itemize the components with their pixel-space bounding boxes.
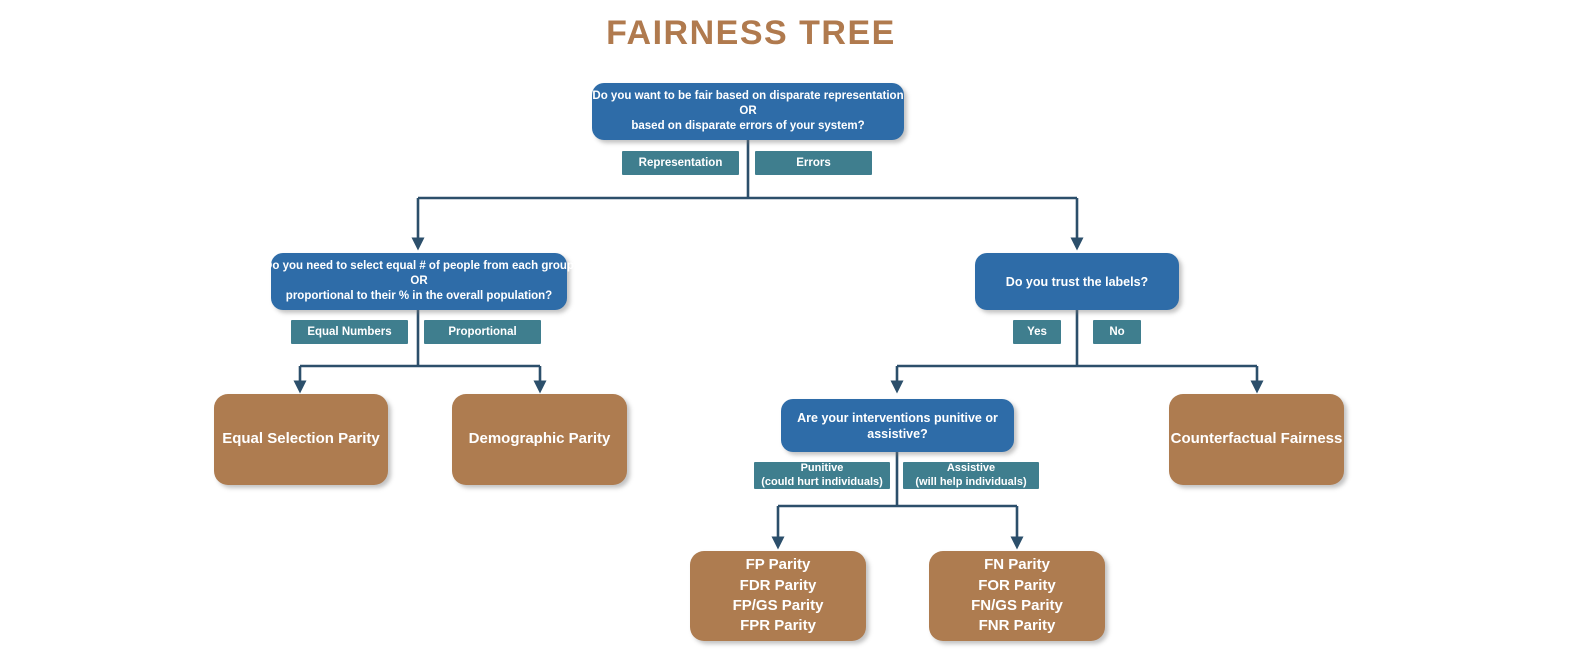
outcome-line: FPR Parity (740, 617, 816, 635)
edge-label-punitive-line-2: (could hurt individuals) (761, 475, 883, 488)
outcome-node-counterfactual-fairness[interactable]: Counterfactual Fairness (1169, 394, 1344, 485)
edge-label-assistive-line-2: (will help individuals) (915, 475, 1027, 488)
edge-label-representation[interactable]: Representation (622, 151, 739, 175)
root-question-line-2: OR (739, 105, 757, 118)
interventions-question-text: Are your interventions punitive or assis… (797, 410, 998, 441)
edge-label-assistive-line-1: Assistive (946, 462, 996, 475)
outcome-line: FOR Parity (978, 576, 1056, 594)
question-node-root[interactable]: Do you want to be fair based on disparat… (592, 83, 904, 140)
outcome-line: FN Parity (984, 556, 1050, 574)
outcome-line: FP/GS Parity (732, 597, 824, 614)
trust-labels-question-text: Do you trust the labels? (1005, 274, 1149, 289)
outcome-line: FDR Parity (739, 576, 817, 594)
edge-label-errors[interactable]: Errors (755, 151, 872, 175)
edge-label-punitive[interactable]: Punitive (could hurt individuals) (754, 462, 890, 489)
outcome-node-false-negative-metrics[interactable]: FN Parity FOR Parity FN/GS Parity FNR Pa… (929, 551, 1105, 641)
question-node-trust-labels[interactable]: Do you trust the labels? (975, 253, 1179, 310)
root-question-line-1: Do you want to be fair based on disparat… (592, 90, 904, 103)
edge-label-no[interactable]: No (1093, 320, 1141, 344)
outcome-line: Demographic Parity (468, 430, 611, 448)
edge-label-proportional[interactable]: Proportional (424, 320, 541, 344)
outcome-line: Equal Selection Parity (222, 430, 380, 448)
outcome-line: FNR Parity (978, 617, 1056, 635)
representation-question-line-2: OR (410, 275, 428, 288)
outcome-line: FP Parity (745, 556, 811, 574)
representation-question-line-3: proportional to their % in the overall p… (285, 289, 553, 302)
page-title: FAIRNESS TREE (606, 14, 896, 52)
outcome-node-demographic-parity[interactable]: Demographic Parity (452, 394, 627, 485)
outcome-line: Counterfactual Fairness (1170, 430, 1343, 448)
outcome-line: FN/GS Parity (971, 597, 1063, 614)
edge-label-assistive[interactable]: Assistive (will help individuals) (903, 462, 1039, 489)
edge-label-punitive-line-1: Punitive (800, 462, 844, 475)
outcome-node-false-positive-metrics[interactable]: FP Parity FDR Parity FP/GS Parity FPR Pa… (690, 551, 866, 641)
question-node-interventions[interactable]: Are your interventions punitive or assis… (781, 399, 1014, 452)
root-question-line-3: based on disparate errors of your system… (631, 119, 865, 132)
outcome-node-equal-selection-parity[interactable]: Equal Selection Parity (214, 394, 388, 485)
edge-label-equal-numbers[interactable]: Equal Numbers (291, 320, 408, 344)
representation-question-line-1: Do you need to select equal # of people … (264, 260, 574, 273)
question-node-representation[interactable]: Do you need to select equal # of people … (264, 253, 574, 310)
edge-label-yes[interactable]: Yes (1013, 320, 1061, 344)
